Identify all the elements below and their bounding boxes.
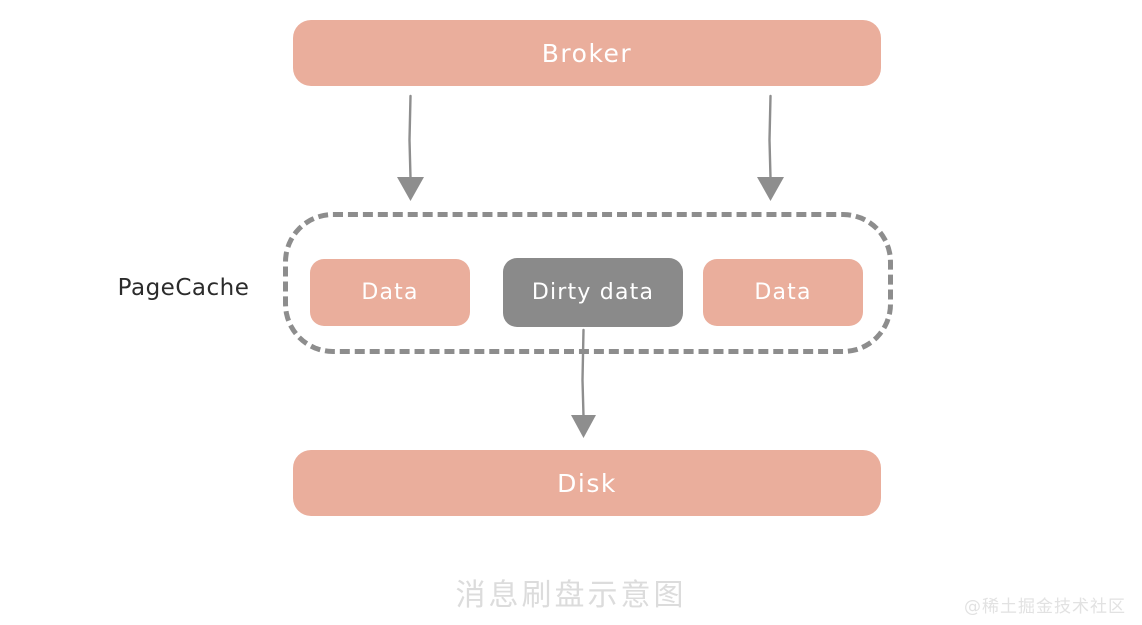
pagecache-label: PageCache <box>117 275 250 301</box>
watermark: @稀土掘金技术社区 <box>964 597 1126 617</box>
diagram-caption: 消息刷盘示意图 <box>455 578 687 613</box>
cache-cell-label: Data <box>361 280 419 305</box>
broker-node: Broker <box>293 20 881 86</box>
cache-cell-label: Data <box>754 280 812 305</box>
disk-label: Disk <box>557 468 617 498</box>
cache-cell-data-right: Data <box>703 259 863 326</box>
disk-node: Disk <box>293 450 881 516</box>
cache-cell-dirty-data: Dirty data <box>503 258 683 327</box>
arrow-broker-to-pagecache-left <box>397 94 424 201</box>
cache-cell-data-left: Data <box>310 259 470 326</box>
broker-label: Broker <box>541 38 633 68</box>
pagecache-container <box>283 212 893 354</box>
cache-cell-label: Dirty data <box>531 280 655 305</box>
arrow-broker-to-pagecache-right <box>757 94 784 201</box>
